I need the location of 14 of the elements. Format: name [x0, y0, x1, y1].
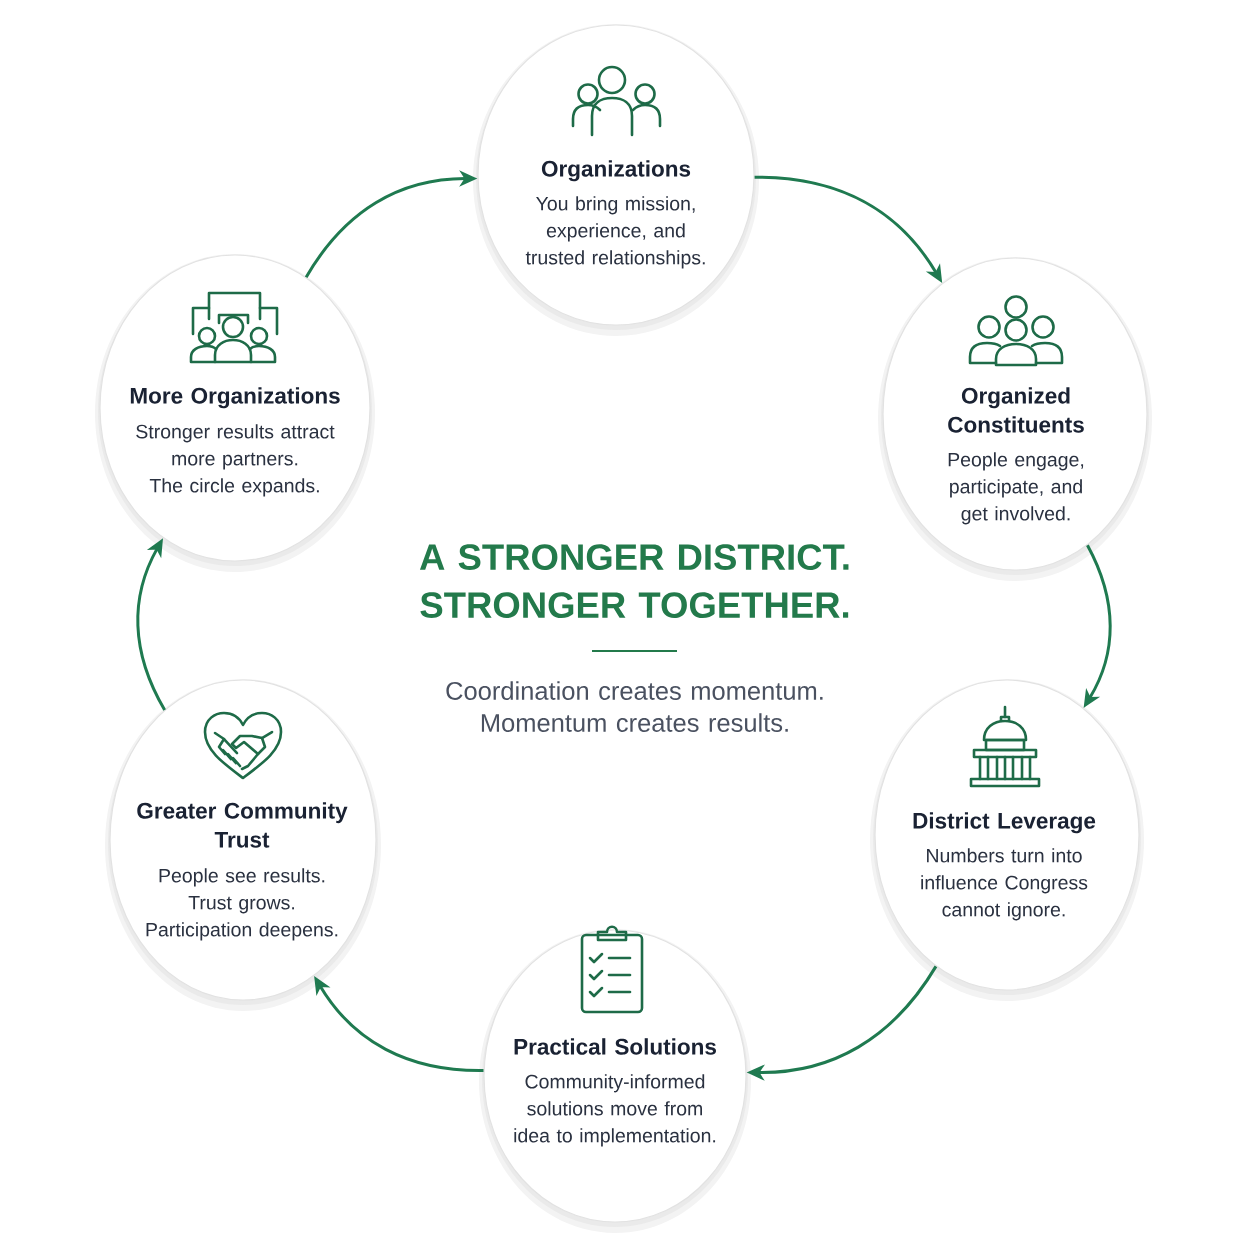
step-title: Greater Community Trust	[137, 802, 348, 848]
step-title: Organizations	[541, 160, 691, 182]
step-title: Practical Solutions	[514, 1038, 716, 1055]
step-title: Organized Constituents	[948, 387, 1084, 433]
step-text: Stronger results attract more partners. The circle expands.	[136, 424, 335, 497]
step-text: People see results. Trust grows. Participation deepens.	[146, 868, 338, 941]
step-text: Numbers turn into influence Congress cannot ignore.	[921, 848, 1088, 921]
step-text: You bring mission, experience, and trusted relationships.	[525, 196, 705, 269]
step-text: Community-informed solutions move from idea to implementation.	[514, 1074, 716, 1147]
tagline: Coordination creates momentum. Momentum creates results.	[446, 681, 823, 732]
step-text: People engage, participate, and get involved.	[948, 452, 1084, 525]
step-title: More Organizations	[130, 387, 340, 409]
title: A STRONGER DISTRICT. STRONGER TOGETHER.	[419, 544, 849, 619]
step-title: District Leverage	[913, 812, 1096, 834]
